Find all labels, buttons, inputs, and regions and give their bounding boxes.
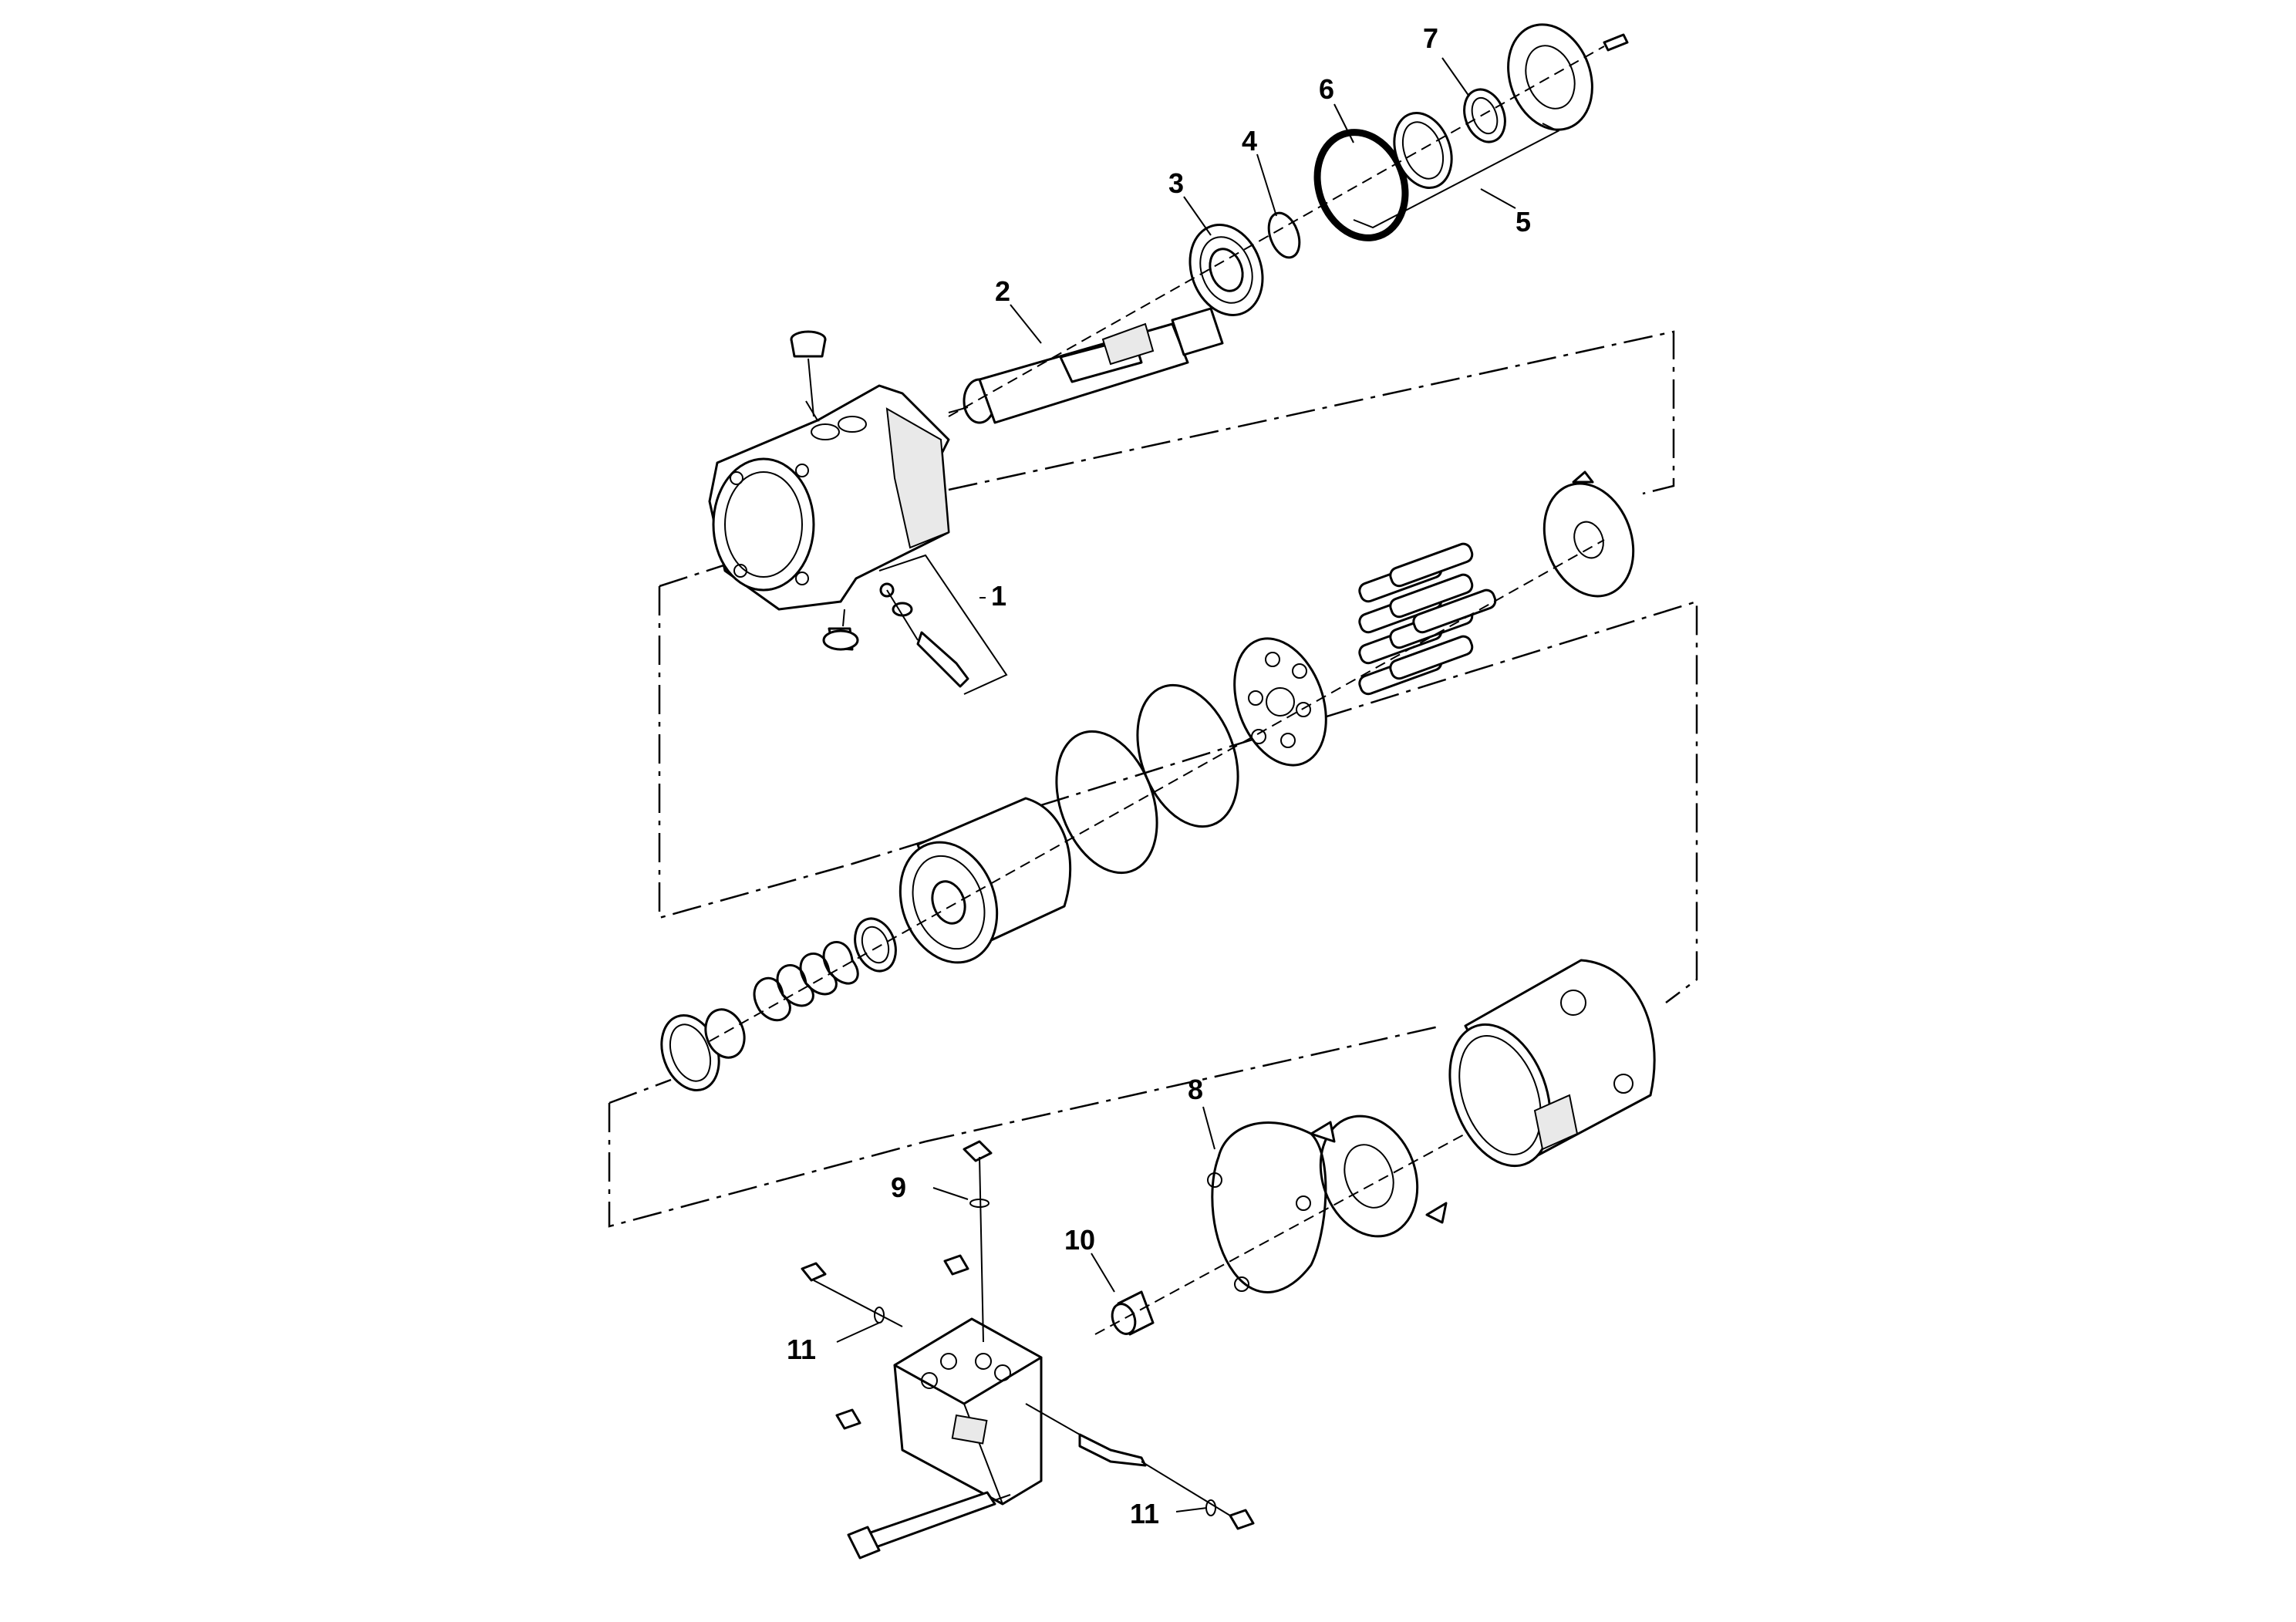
cylinder-block (899, 797, 1072, 964)
top-plug-9 (963, 1140, 993, 1343)
ring-spacers (660, 917, 897, 1091)
callout-leaders (836, 57, 1516, 1512)
housing-top-plug (790, 330, 827, 417)
pressure-pin (1025, 1403, 1231, 1516)
callout-3: 3 (1168, 167, 1184, 199)
callout-2: 2 (995, 275, 1010, 307)
drive-shaft (948, 307, 1224, 424)
bolt-bottom (847, 1491, 1011, 1560)
piston-set (1358, 542, 1497, 696)
valve-assembly-1 (878, 554, 1008, 695)
callout-8: 8 (1188, 1074, 1203, 1105)
callout-11-bottom: 11 (1130, 1498, 1159, 1529)
snap-ring-4 (1267, 211, 1301, 259)
cover-plate-top (1507, 23, 1629, 131)
gasket-8 (1207, 1121, 1327, 1293)
o-ring-6 (1313, 129, 1409, 241)
callout-10: 10 (1064, 1224, 1095, 1256)
housing-bottom-plug (822, 609, 859, 651)
callout-11-left: 11 (787, 1334, 816, 1365)
seal-ring-5 (1393, 112, 1453, 189)
callout-5: 5 (1515, 206, 1531, 238)
pump-housing (708, 384, 950, 611)
bushing-10 (1111, 1290, 1155, 1336)
swash-plate (1542, 470, 1635, 598)
bearing-3 (1188, 224, 1264, 316)
bracket-5 (1353, 123, 1560, 229)
callout-6: 6 (1319, 73, 1334, 105)
friction-plates (1055, 683, 1239, 875)
callout-numbers: 1 2 3 4 5 6 7 8 9 10 11 11 (787, 22, 1531, 1529)
spring-set (753, 940, 859, 1022)
callout-9: 9 (891, 1172, 906, 1203)
small-plugs (801, 1254, 1255, 1530)
callout-7: 7 (1423, 22, 1438, 54)
callout-4: 4 (1242, 125, 1257, 157)
end-cover-block (893, 1317, 1043, 1506)
callout-1: 1 (991, 580, 1006, 612)
pump-case (1448, 959, 1656, 1168)
seal-7 (1463, 88, 1506, 143)
